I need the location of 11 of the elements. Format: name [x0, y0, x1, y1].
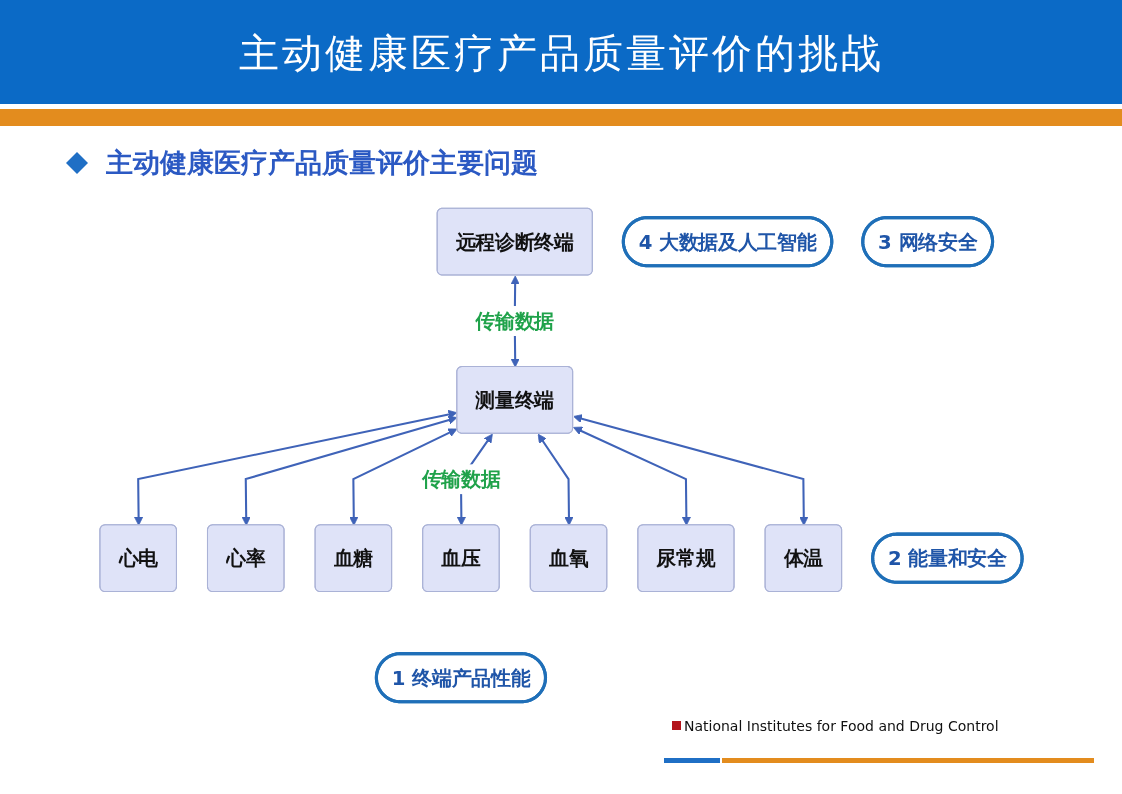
slide-title: 主动健康医疗产品质量评价的挑战 — [238, 29, 884, 78]
edge-label: 传输数据 — [475, 309, 555, 332]
arrow — [537, 433, 574, 526]
arrow — [573, 426, 691, 526]
edge-label: 传输数据 — [421, 467, 501, 491]
arrow — [134, 409, 458, 526]
footer-text: National Institutes for Food and Drug Control — [684, 717, 999, 736]
arrow — [573, 414, 809, 526]
section-heading: 主动健康医疗产品质量评价主要问题 — [106, 146, 538, 180]
arrow — [241, 415, 458, 526]
arrow — [349, 428, 458, 526]
